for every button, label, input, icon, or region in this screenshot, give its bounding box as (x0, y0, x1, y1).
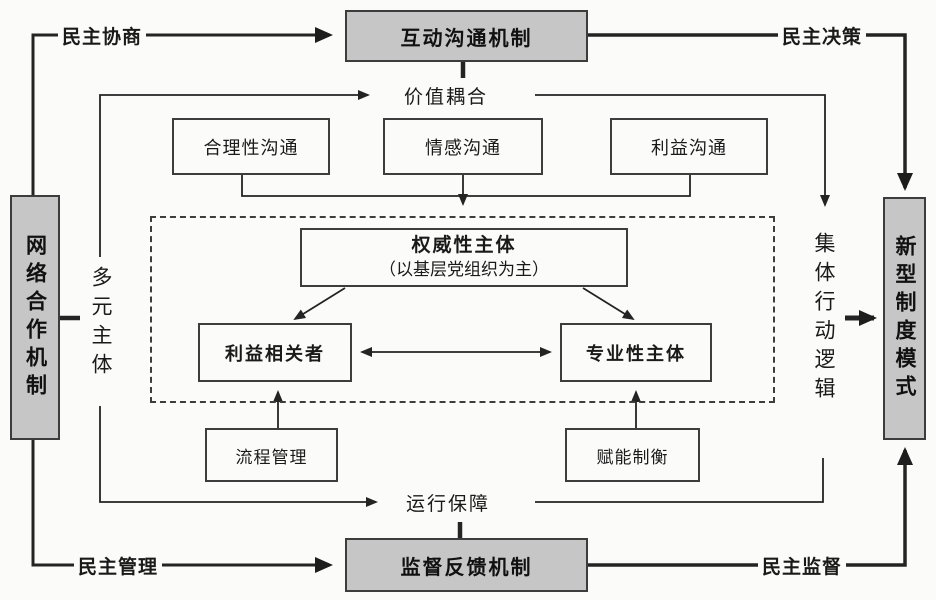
process-management-box: 流程管理 (205, 428, 338, 482)
empowerment-balance-box: 赋能制衡 (565, 428, 700, 482)
stakeholder-box: 利益相关者 (198, 323, 352, 382)
core-subjects-dashed-region (150, 216, 775, 403)
line-top-left-democratic-consultation (31, 27, 333, 195)
democratic-management-label: 民主管理 (74, 552, 163, 579)
line-communication-merge (241, 175, 691, 197)
line-bottom-right-democratic-supervision (588, 447, 913, 567)
value-coupling-label: 价值耦合 (398, 82, 495, 109)
arrow-authority-to-stakeholder (293, 287, 346, 321)
line-value-coupling-to-collective-action (535, 94, 830, 207)
new-institutional-model-box: 新型制度模式 (883, 197, 926, 440)
authoritative-subject-title: 权威性主体 (411, 235, 517, 257)
network-cooperation-mechanism-label: 网络合作机制 (23, 233, 47, 402)
plural-subjects-label: 多元主体 (84, 262, 116, 406)
operation-guarantee-label: 运行保障 (400, 489, 497, 516)
line-plural-subjects-to-operation-guarantee (99, 400, 378, 507)
professional-subject-box: 专业性主体 (560, 323, 712, 382)
democratic-supervision-label: 民主监督 (758, 552, 847, 579)
authoritative-subject-subtitle: （以基层党组织为主） (379, 259, 549, 279)
line-bottom-left-democratic-management (31, 440, 333, 573)
line-top-right-democratic-decision (588, 33, 913, 191)
democratic-decision-label: 民主决策 (778, 22, 867, 49)
supervision-feedback-mechanism-box: 监督反馈机制 (345, 538, 588, 592)
new-institutional-model-label: 新型制度模式 (893, 234, 916, 403)
authoritative-subject-box: 权威性主体 （以基层党组织为主） (300, 228, 628, 287)
democratic-consultation-label: 民主协商 (58, 22, 147, 49)
interactive-communication-mechanism-box: 互动沟通机制 (345, 10, 588, 62)
rational-communication-box: 合理性沟通 (172, 118, 330, 175)
network-cooperation-mechanism-box: 网络合作机制 (10, 195, 60, 440)
line-plural-subjects-to-value-coupling (99, 90, 370, 257)
arrow-authority-to-professional (582, 287, 635, 321)
interest-communication-box: 利益沟通 (610, 118, 768, 175)
collective-action-logic-label: 集体行动逻辑 (807, 228, 839, 458)
emotional-communication-box: 情感沟通 (383, 118, 543, 175)
